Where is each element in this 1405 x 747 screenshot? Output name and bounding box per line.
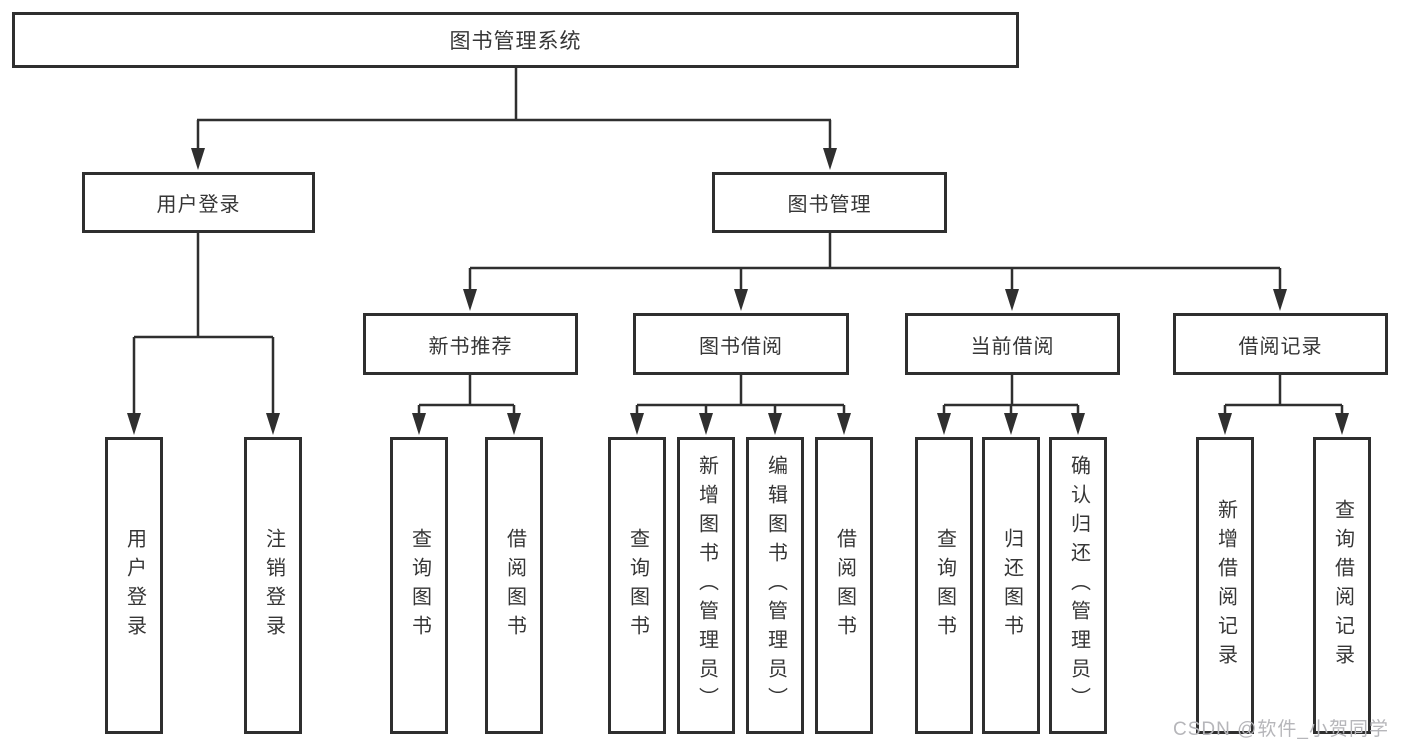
node-current-borrow: 当前借阅 [905, 313, 1120, 375]
leaf-label: 查询借阅记录 [1331, 498, 1354, 673]
leaf-label: 查询图书 [626, 527, 649, 644]
leaf-label: 新增借阅记录 [1214, 498, 1237, 673]
leaf-borrow-book: 借阅图书 [815, 437, 873, 734]
leaf-borrow-book-recommend: 借阅图书 [485, 437, 543, 734]
leaf-label: 借阅图书 [833, 527, 856, 644]
leaf-label: 注销登录 [262, 527, 285, 644]
leaf-query-book-recommend: 查询图书 [390, 437, 448, 734]
leaf-label: 新增图书（管理员） [695, 455, 718, 716]
leaf-label: 查询图书 [408, 527, 431, 644]
leaf-query-book-borrow: 查询图书 [608, 437, 666, 734]
arrowheads [127, 148, 1349, 435]
leaf-label: 确认归还（管理员） [1067, 455, 1090, 716]
leaf-add-borrow-record: 新增借阅记录 [1196, 437, 1254, 734]
leaf-confirm-return-admin: 确认归还（管理员） [1049, 437, 1107, 734]
leaf-logout: 注销登录 [244, 437, 302, 734]
leaf-user-login: 用户登录 [105, 437, 163, 734]
node-user-login: 用户登录 [82, 172, 315, 233]
node-borrow-records: 借阅记录 [1173, 313, 1388, 375]
leaf-query-borrow-record: 查询借阅记录 [1313, 437, 1371, 734]
leaf-label: 归还图书 [1000, 527, 1023, 644]
node-new-book-recommend: 新书推荐 [363, 313, 578, 375]
csdn-watermark: CSDN @软件_小贺同学 [1173, 719, 1389, 740]
leaf-label: 用户登录 [123, 527, 146, 644]
leaf-label: 借阅图书 [503, 527, 526, 644]
leaf-return-book: 归还图书 [982, 437, 1040, 734]
tree-edges [132, 68, 1344, 417]
node-library-system: 图书管理系统 [12, 12, 1019, 68]
leaf-label: 编辑图书（管理员） [764, 455, 787, 716]
leaf-edit-book-admin: 编辑图书（管理员） [746, 437, 804, 734]
node-book-borrow: 图书借阅 [633, 313, 849, 375]
leaf-label: 查询图书 [933, 527, 956, 644]
leaf-query-book-current: 查询图书 [915, 437, 973, 734]
leaf-add-book-admin: 新增图书（管理员） [677, 437, 735, 734]
node-book-management: 图书管理 [712, 172, 947, 233]
